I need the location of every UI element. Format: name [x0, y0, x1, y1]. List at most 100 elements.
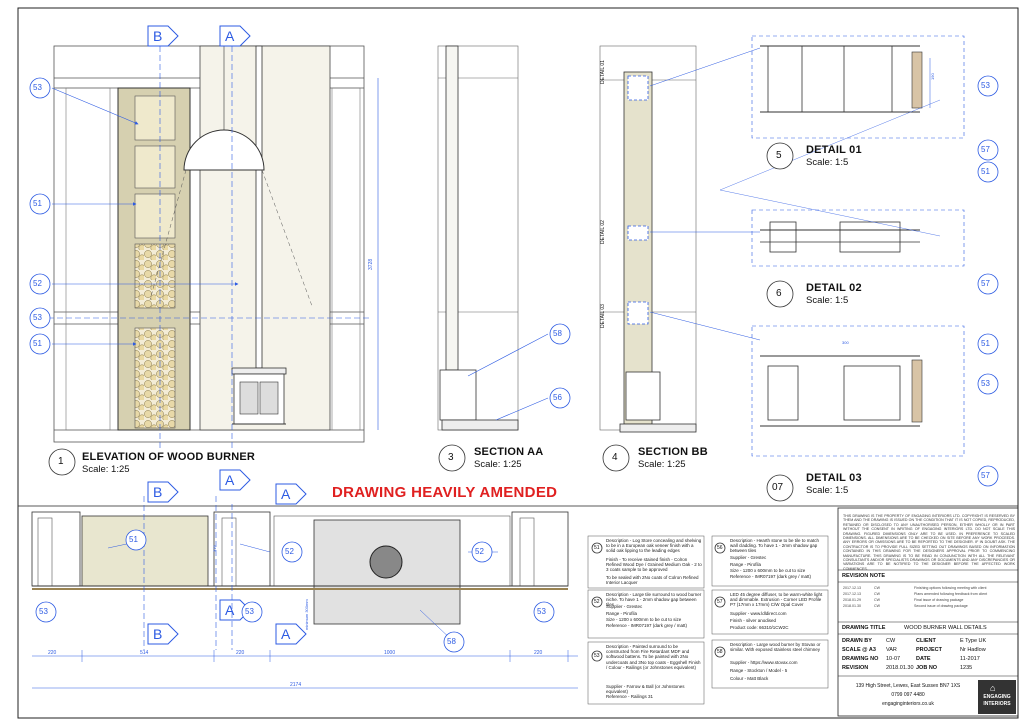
tag-53: 53	[981, 379, 990, 388]
revision-note: Final issue of drawing package	[914, 598, 964, 602]
section-marker-b-top	[147, 25, 179, 47]
date-label: DATE	[916, 656, 931, 662]
revision-date: 2017.12.13	[843, 592, 861, 596]
view-title-detail-02: DETAIL 02	[806, 282, 862, 294]
height-dimension: 3728	[368, 258, 374, 270]
client-label: CLIENT	[916, 638, 936, 644]
dim-minimum: minimum 300mm	[304, 599, 309, 630]
drawing-title-label: DRAWING TITLE	[842, 625, 886, 631]
spec-52-description: Description - Large tile surround to woo…	[606, 592, 702, 608]
revision-by: CW	[874, 592, 880, 596]
spec-53-reference: Reference - Railings 31	[606, 694, 654, 699]
spec-51-finish: Finish - To receive stained finish - Col…	[606, 557, 702, 573]
tag-51: 51	[981, 339, 990, 348]
revision-by: CW	[874, 598, 880, 602]
spec-tag-51: 51	[594, 545, 600, 551]
spec-56-supplier: Supplier - Grestec	[730, 555, 767, 560]
view-number-elevation: 1	[58, 456, 64, 467]
section-marker-a-plan-right	[275, 483, 307, 505]
view-title-section-bb: SECTION BB	[638, 446, 708, 458]
spec-57-description: LED 45 degree diffuser, to be warm-white…	[730, 592, 823, 608]
plan-a-letter-right: A	[281, 486, 291, 502]
spec-51-description: Description - Log Store concealing and s…	[606, 538, 702, 554]
spec-52-reference: Reference - IMR07197 (dark grey / matt)	[606, 623, 688, 628]
job-no-label: JOB NO	[916, 665, 938, 671]
dim-316: 316	[212, 545, 217, 552]
tag-58: 58	[553, 329, 562, 338]
plan-a-letter: A	[225, 472, 235, 488]
tag-51: 51	[129, 535, 138, 544]
spec-53-description: Description - Painted surround to be con…	[606, 644, 701, 670]
logo-line-2: INTERIORS	[983, 701, 1011, 707]
drawing-title-value: WOOD BURNER WALL DETAILS	[904, 625, 987, 631]
plan-a-letter-bottom: A	[225, 602, 235, 618]
spec-56-size: Size - 1200 x 600mm to be cut to size	[730, 568, 806, 573]
section-marker-a-plan-bottom-right	[275, 623, 307, 645]
view-number-detail-03: 07	[772, 482, 784, 493]
spec-52-range: Range - Pirofila	[606, 611, 638, 616]
view-scale-elevation: Scale: 1:25	[82, 464, 130, 475]
tag-53: 53	[33, 313, 42, 322]
company-phone: 0799 097 4480	[891, 692, 925, 698]
drawing-no-value: 10-07	[886, 656, 901, 662]
scale-value: VAR	[886, 647, 897, 653]
view-number-section-bb: 4	[612, 452, 618, 463]
spec-56-description: Description - Hearth stone to be tile to…	[730, 538, 820, 554]
view-number-section-aa: 3	[448, 452, 454, 463]
drawn-by-label: DRAWN BY	[842, 638, 872, 644]
tag-53: 53	[33, 83, 42, 92]
revision-label: REVISION	[842, 665, 869, 671]
tag-53: 53	[537, 607, 546, 616]
tag-53: 53	[981, 81, 990, 90]
section-marker-a-plan-top	[219, 469, 251, 491]
plan-b-letter-bottom: B	[153, 626, 163, 642]
view-scale-detail-03: Scale: 1:5	[806, 485, 849, 496]
plan-a-letter-bottom-right: A	[281, 626, 291, 642]
view-scale-section-bb: Scale: 1:25	[638, 459, 686, 470]
spec-52-supplier: Supplier - Grestec	[606, 604, 643, 609]
view-title-detail-01: DETAIL 01	[806, 144, 862, 156]
tag-56: 56	[553, 393, 562, 402]
dim-2174: 2174	[290, 682, 302, 688]
spec-56-range: Range - Pirofila	[730, 562, 762, 567]
section-bb-view	[599, 45, 761, 433]
spec-58-colour: Colour - Matt Black	[730, 676, 769, 681]
detail-01-drawing	[751, 35, 965, 139]
revision-heading: REVISION NOTE	[842, 573, 886, 579]
drawing-no-label: DRAWING NO	[842, 656, 879, 662]
section-marker-a-top	[219, 25, 251, 47]
detail-02-drawing	[751, 209, 965, 267]
spec-tag-52: 52	[594, 599, 600, 605]
tag-57: 57	[981, 145, 990, 154]
revision-date: 2017.12.13	[843, 586, 861, 590]
section-marker-b-plan-top	[147, 481, 179, 503]
logo-line-1: ENGAGING	[983, 694, 1011, 700]
tag-52: 52	[475, 547, 484, 556]
copyright-note: THIS DRAWING IS THE PROPERTY OF ENGAGING…	[843, 514, 1015, 571]
spec-tag-58: 58	[717, 649, 723, 655]
amendment-notice: DRAWING HEAVILY AMENDED	[332, 484, 558, 501]
view-scale-detail-01: Scale: 1:5	[806, 157, 849, 168]
project-value: Nr Hadlow	[960, 647, 986, 653]
revision-by: CW	[874, 586, 880, 590]
spec-tag-53: 53	[594, 653, 600, 659]
tag-53: 53	[245, 607, 254, 616]
elevation-view	[30, 45, 379, 450]
sheet-border	[17, 7, 1019, 719]
view-title-section-aa: SECTION AA	[474, 446, 544, 458]
tag-51: 51	[981, 167, 990, 176]
section-marker-b-plan-bottom	[147, 623, 179, 645]
bb-detail-01-label: DETAIL 01	[600, 60, 606, 84]
detail-03-drawing	[751, 325, 965, 457]
view-title-detail-03: DETAIL 03	[806, 472, 862, 484]
tag-57: 57	[981, 279, 990, 288]
revision-by: CW	[874, 604, 880, 608]
plan-view	[31, 496, 578, 689]
revision-note: Finishing options following meeting with…	[914, 586, 987, 590]
spec-58-supplier: Supplier - https://www.stovax.com	[730, 660, 798, 665]
view-title-elevation: ELEVATION OF WOOD BURNER	[82, 451, 256, 463]
scale-label: SCALE @ A3	[842, 647, 876, 653]
tag-52: 52	[285, 547, 294, 556]
